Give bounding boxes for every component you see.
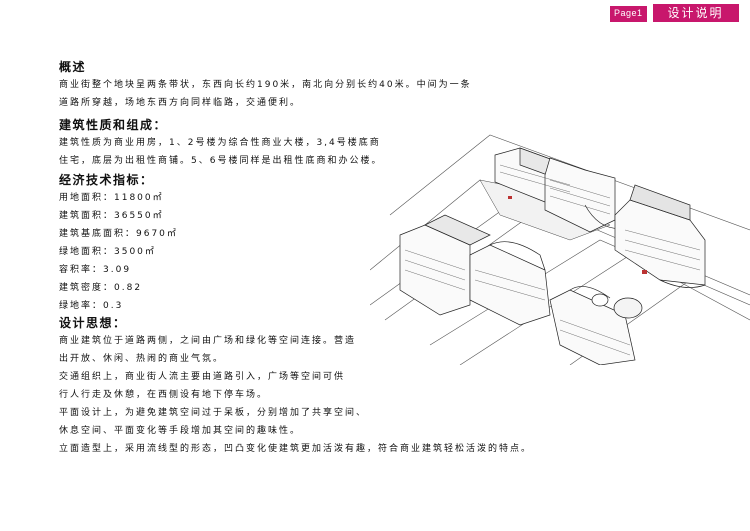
indicator-density: 建筑密度：0.82 [59,283,143,293]
design-line: 商业建筑位于道路两侧，之间由广场和绿化等空间连接。营造 [59,336,357,346]
section-overview: 概述 商业街整个地块呈两条带状，东西向长约190米，南北向分别长约40米。中间为… [59,58,472,112]
heading-design-concept: 设计思想： [59,316,127,330]
indicator-footprint: 建筑基底面积：9670㎡ [59,229,178,239]
indicator-far: 容积率：3.09 [59,265,132,275]
indicator-site-area: 用地面积：11800㎡ [59,193,164,203]
heading-overview: 概述 [59,60,87,74]
page-title: 设计说明 [652,4,739,22]
design-line: 行人行走及休憩，在西侧设有地下停车场。 [59,390,269,400]
indicator-green-area: 绿地面积：3500㎡ [59,247,156,257]
section-economic-indicators: 经济技术指标： 用地面积：11800㎡ 建筑面积：36550㎡ 建筑基底面积：9… [59,171,178,315]
heading-economic-indicators: 经济技术指标： [59,173,154,187]
nature-line: 住宅，底层为出租性商铺。5、6号楼同样是出租性底商和办公楼。 [59,156,383,166]
overview-line: 商业街整个地块呈两条带状，东西向长约190米，南北向分别长约40米。中间为一条 [59,80,472,90]
overview-line: 道路所穿越，场地东西方向同样临路，交通便利。 [59,98,302,108]
page-header: Page1 设计说明 [610,4,739,22]
design-line: 平面设计上，为避免建筑空间过于呆板，分别增加了共享空间、 [59,408,368,418]
page-number-badge: Page1 [610,6,647,22]
section-design-concept: 设计思想： 商业建筑位于道路两侧，之间由广场和绿化等空间连接。营造 出开放、休闲… [59,314,532,458]
indicator-floor-area: 建筑面积：36550㎡ [59,211,164,221]
nature-line: 建筑性质为商业用房，1、2号楼为综合性商业大楼，3,4号楼底商 [59,138,381,148]
design-line: 立面造型上，采用流线型的形态，凹凸变化使建筑更加活泼有趣，符合商业建筑轻松活泼的… [59,444,533,454]
design-line: 交通组织上，商业街人流主要由道路引入，广场等空间可供 [59,372,346,382]
section-building-nature: 建筑性质和组成： 建筑性质为商业用房，1、2号楼为综合性商业大楼，3,4号楼底商… [59,116,382,170]
heading-building-nature: 建筑性质和组成： [59,118,168,132]
design-line: 出开放、休闲、热闹的商业气氛。 [59,354,225,364]
design-line: 休息空间、平面变化等手段增加其空间的趣味性。 [59,426,302,436]
site-axonometric-drawing [370,134,750,365]
indicator-green-ratio: 绿地率：0.3 [59,301,124,311]
